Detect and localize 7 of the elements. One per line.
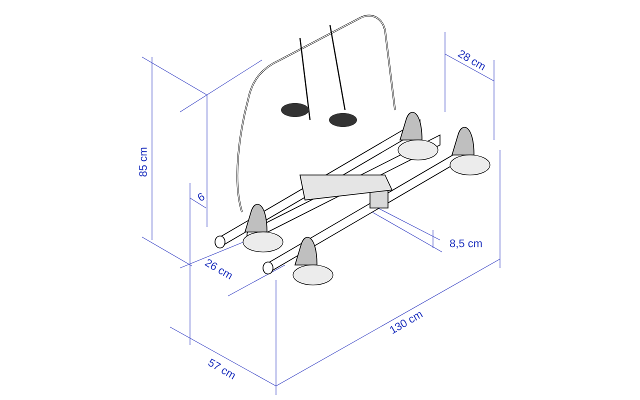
dimension-label: 130 cm bbox=[387, 308, 425, 336]
dimension-label: 8,5 cm bbox=[448, 238, 484, 250]
dimension-label: 57 cm bbox=[206, 356, 238, 382]
dimension-label: 85 cm bbox=[138, 146, 148, 178]
dimension-label: 28 cm bbox=[456, 48, 488, 72]
dimension-label: 26 cm bbox=[202, 256, 236, 282]
dimension-label: 6 bbox=[195, 190, 207, 204]
